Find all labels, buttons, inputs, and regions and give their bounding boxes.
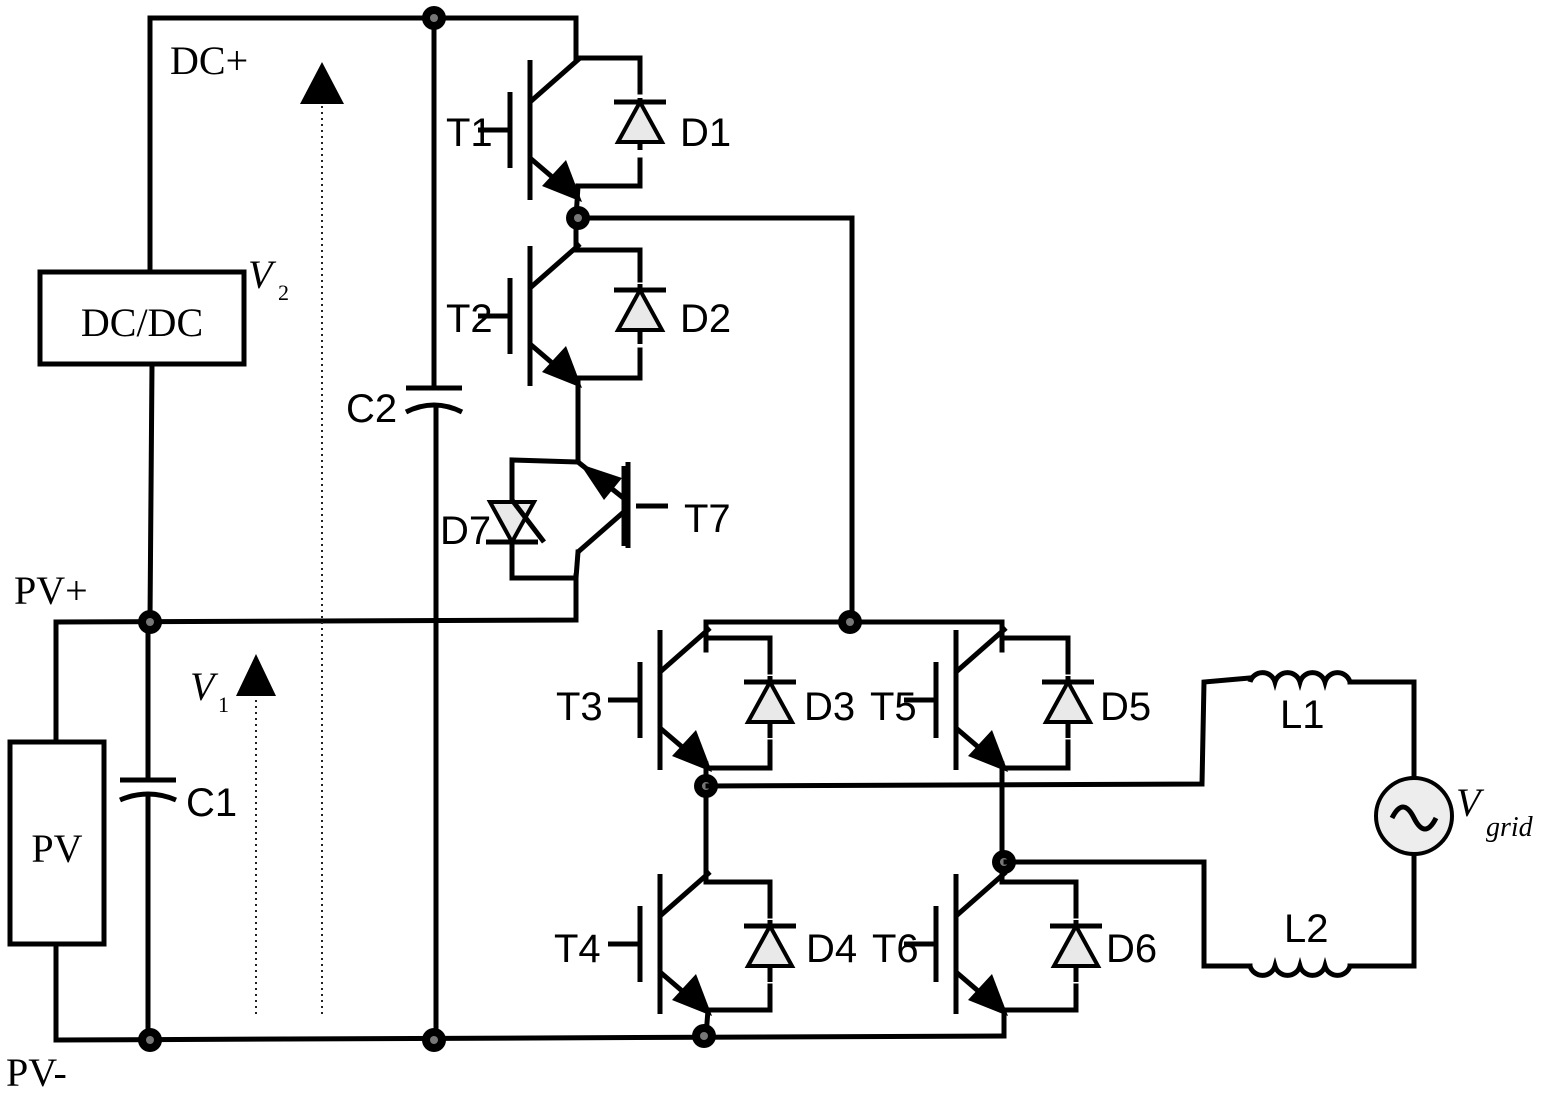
label-l1: L1 bbox=[1280, 693, 1325, 737]
h-bridge: T3 D3 T5 D5 T4 D4 T6 D6 bbox=[554, 610, 1157, 1048]
d3-loop bbox=[703, 619, 773, 771]
label-t6: T6 bbox=[872, 927, 919, 971]
label-v1: V bbox=[190, 664, 219, 709]
node-bridge-bottom bbox=[692, 1024, 716, 1048]
label-t5: T5 bbox=[870, 685, 917, 729]
label-d1: D1 bbox=[680, 111, 731, 155]
node-c2-bottom bbox=[422, 1028, 446, 1052]
label-dcdc: DC/DC bbox=[81, 300, 203, 345]
left-section: DC+ PV+ PV- DC/DC PV V 2 V 1 C1 C2 bbox=[6, 6, 1007, 1095]
label-t3: T3 bbox=[556, 685, 603, 729]
node-t1-t2 bbox=[566, 206, 590, 230]
label-d3: D3 bbox=[804, 685, 855, 729]
transistor-t6 bbox=[904, 872, 1008, 1016]
wire-to-l2 bbox=[1003, 859, 1253, 969]
transistor-t1 bbox=[478, 58, 582, 202]
label-v1-sub: 1 bbox=[218, 692, 229, 717]
wire-to-l1 bbox=[705, 675, 1253, 789]
label-pv-minus: PV- bbox=[6, 1050, 67, 1095]
transistor-t2 bbox=[478, 244, 582, 388]
label-l2: L2 bbox=[1284, 907, 1329, 951]
diode-d2 bbox=[614, 290, 666, 330]
d5-loop bbox=[999, 635, 1071, 771]
label-d2: D2 bbox=[680, 297, 731, 341]
wire-dcdc-pvplus bbox=[147, 361, 155, 623]
v1-arrow-head bbox=[236, 654, 276, 696]
node-pv-plus bbox=[138, 610, 162, 634]
diode-d1 bbox=[614, 102, 666, 142]
wire-l1-grid bbox=[1347, 679, 1417, 785]
node-pv-minus bbox=[138, 1028, 162, 1052]
diode-d3 bbox=[744, 682, 796, 722]
v2-arrow-head bbox=[300, 62, 344, 104]
inductor-l1 bbox=[1247, 670, 1353, 692]
label-pv-box: PV bbox=[31, 826, 82, 871]
label-d6: D6 bbox=[1106, 927, 1157, 971]
label-d4: D4 bbox=[806, 927, 857, 971]
d1-loop bbox=[573, 55, 643, 189]
label-d5: D5 bbox=[1100, 685, 1151, 729]
label-v2-sub: 2 bbox=[278, 280, 289, 305]
diode-d4 bbox=[744, 926, 796, 966]
d2-loop bbox=[573, 215, 643, 381]
node-bridge-top bbox=[838, 610, 862, 634]
ac-wave-icon bbox=[1389, 804, 1439, 832]
wire-l2-grid bbox=[1347, 849, 1417, 969]
label-dc-plus: DC+ bbox=[170, 38, 248, 83]
label-t4: T4 bbox=[554, 927, 601, 971]
label-vgrid: V bbox=[1456, 780, 1485, 825]
transistor-t3 bbox=[608, 628, 712, 772]
inductor-l2 bbox=[1247, 956, 1353, 978]
diode-d6 bbox=[1050, 926, 1102, 966]
label-c2: C2 bbox=[346, 387, 397, 431]
label-vgrid-sub: grid bbox=[1486, 812, 1534, 843]
dcdc-box bbox=[37, 269, 247, 367]
d4-loop bbox=[703, 879, 773, 1039]
upper-switch-stack: T1 D1 T2 D2 D7 T7 bbox=[440, 49, 855, 623]
d6-loop bbox=[999, 879, 1079, 1039]
label-v2: V bbox=[248, 252, 277, 297]
label-pv-plus: PV+ bbox=[14, 568, 88, 613]
wire-dc-plus-top bbox=[147, 15, 579, 275]
label-t1: T1 bbox=[446, 111, 493, 155]
label-t2: T2 bbox=[446, 297, 493, 341]
transistor-t5 bbox=[904, 628, 1008, 772]
wire-pv-minus-rail bbox=[53, 941, 1007, 1043]
transistor-t4 bbox=[608, 872, 712, 1016]
node-dc-plus bbox=[422, 6, 446, 30]
wire-mid-to-bridge bbox=[575, 215, 855, 623]
output-filter: L1 L2 V grid bbox=[705, 670, 1534, 978]
label-d7: D7 bbox=[440, 509, 491, 553]
wire-pv-plus-rail bbox=[53, 573, 579, 745]
diode-d5 bbox=[1042, 682, 1094, 722]
label-c1: C1 bbox=[186, 781, 237, 825]
label-t7: T7 bbox=[684, 497, 731, 541]
